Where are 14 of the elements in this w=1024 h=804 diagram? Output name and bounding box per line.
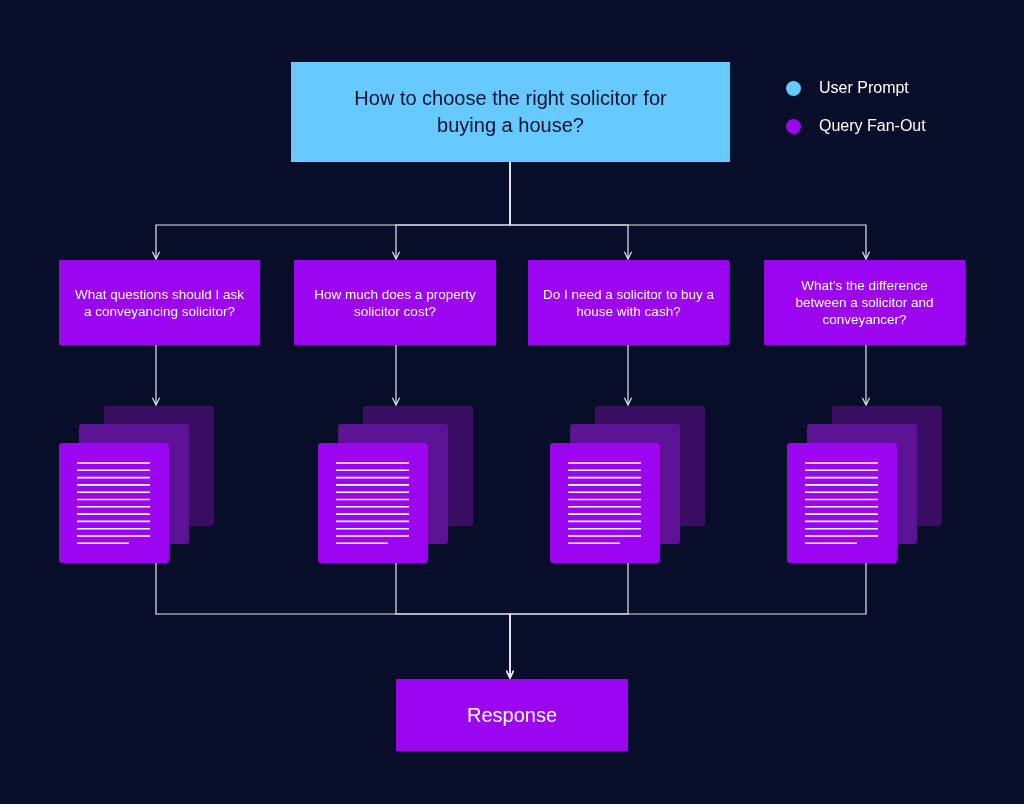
connector-arrow (509, 161, 871, 260)
response-box: Response (396, 679, 628, 751)
query-box: How much does a property solicitor cost? (294, 260, 496, 345)
legend-label: Query Fan-Out (819, 116, 926, 136)
query-box: What questions should I ask a conveyancing solicitor? (59, 260, 260, 345)
query-box: Do I need a solicitor to buy a house with cash? (528, 260, 729, 345)
query-box: What’s the difference between a solicitor and conveyancer? (764, 260, 965, 345)
connector-arrow (623, 344, 633, 406)
connector-arrow (505, 562, 867, 679)
prompt-box: How to choose the right solicitor for buying a house? (291, 62, 730, 162)
connector-arrow (391, 344, 401, 406)
connector-arrow (861, 344, 871, 406)
legend-label: User Prompt (819, 78, 909, 98)
connector-arrow (151, 344, 161, 406)
